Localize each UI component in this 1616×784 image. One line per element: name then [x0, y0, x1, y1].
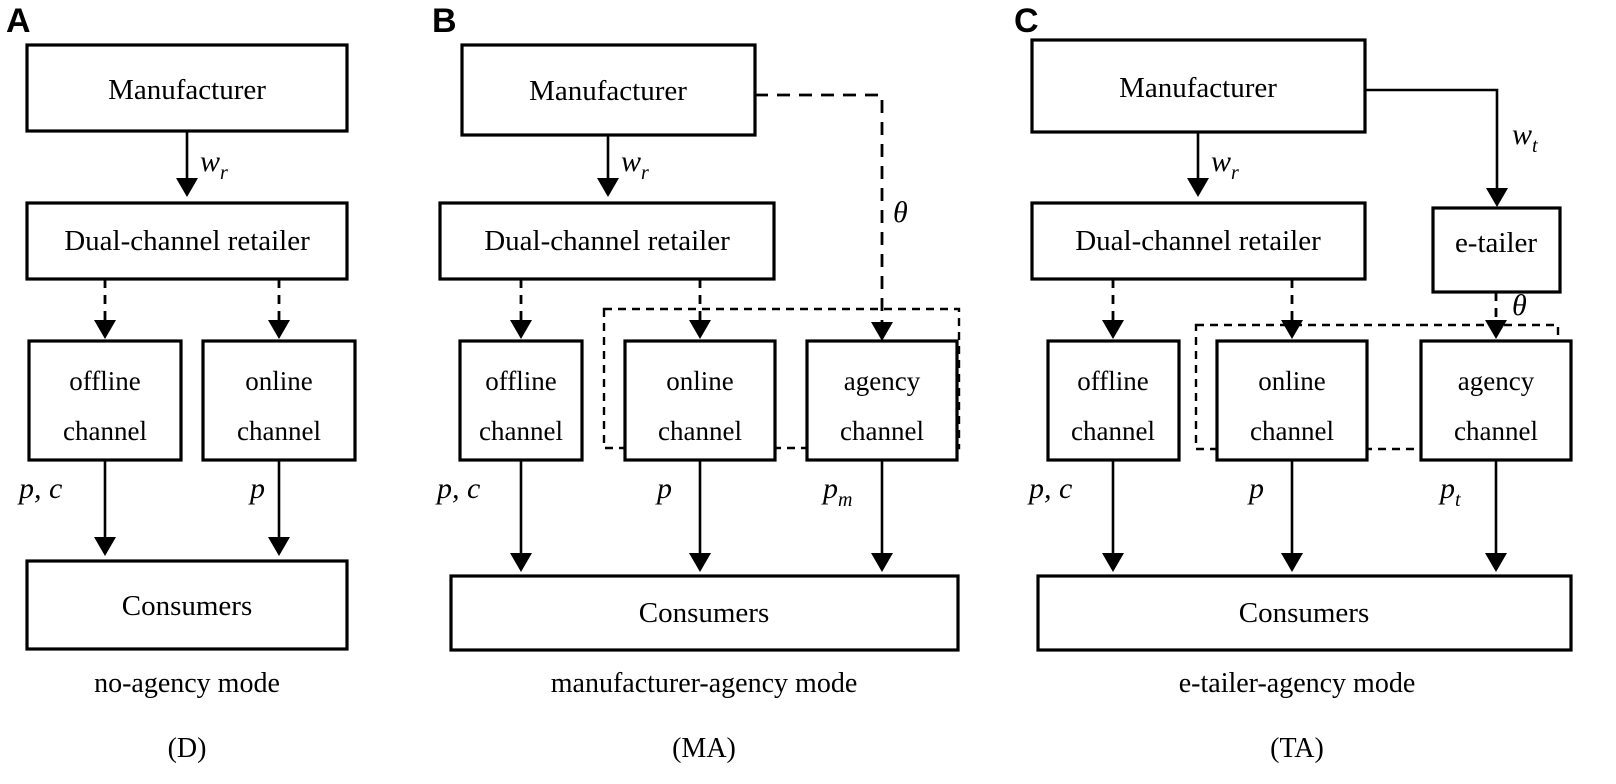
panel-a-retailer-label: Dual-channel retailer — [64, 225, 310, 257]
panel-b-agency-box — [805, 339, 959, 462]
panel-b-online-label-2: channel — [658, 416, 742, 446]
panel-c-flow-wt-path — [1365, 88, 1499, 188]
panel-b-price-agency-arrow — [871, 553, 893, 572]
panel-b-retailer-label: Dual-channel retailer — [484, 225, 730, 257]
panel-c-flow-offline-arrow — [1102, 320, 1124, 339]
panel-c-retailer-label: Dual-channel retailer — [1075, 225, 1321, 257]
panel-b-agency-group-outline — [602, 307, 961, 450]
panel-a-online-label-1: online — [245, 366, 313, 396]
panel-c-offline-label-2: channel — [1071, 416, 1155, 446]
panel-c-flow-wt-arrow — [1486, 188, 1508, 207]
panel-c-agency-label-2: channel — [1454, 416, 1538, 446]
panel-c-flow-wt-label: wt — [1512, 118, 1538, 157]
panel-a-flow-offline-arrow — [94, 320, 116, 339]
panel-c-online-box — [1215, 339, 1369, 462]
panel-a-letter: A — [6, 2, 31, 40]
panel-a-price-online-label: p — [248, 472, 265, 505]
panel-b-offline-box — [458, 339, 584, 462]
panel-a-caption-code: (D) — [168, 733, 207, 764]
panel-c-letter: C — [1014, 2, 1039, 40]
panel-a-online-label-2: channel — [237, 416, 321, 446]
panel-a: A Manufacturer wr Dual-channel retailer … — [6, 2, 357, 764]
panel-c-manufacturer-label: Manufacturer — [1119, 72, 1277, 104]
panel-b-price-online-arrow — [689, 553, 711, 572]
panel-b-flow-theta-label: θ — [893, 196, 908, 229]
panel-c-etailer-box — [1431, 206, 1562, 294]
panel-c-price-online-arrow — [1281, 553, 1303, 572]
panel-c-flow-wr-arrow — [1187, 178, 1209, 197]
panel-c-price-agency-arrow — [1485, 553, 1507, 572]
panel-b-price-agency-label: pm — [821, 472, 852, 511]
panel-a-flow-wr-label: wr — [200, 145, 228, 184]
panel-b-flow-online-arrow — [689, 320, 711, 339]
panel-a-consumers-box — [25, 559, 349, 651]
panel-c-price-online-label: p — [1247, 472, 1264, 505]
panel-c-online-label-1: online — [1258, 366, 1326, 396]
panel-b-flow-offline-arrow — [510, 320, 532, 339]
panel-c-etailer-label: e-tailer — [1455, 227, 1537, 259]
panel-c-flow-wr-label: wr — [1211, 145, 1239, 184]
panel-c-manufacturer-box — [1030, 38, 1367, 134]
panel-c-retailer-box — [1030, 201, 1367, 281]
panel-a-manufacturer-label: Manufacturer — [108, 74, 266, 106]
panel-b-price-offline-label: p, c — [435, 472, 480, 505]
panel-a-price-online-arrow — [268, 537, 290, 556]
panel-c-flow-online-arrow — [1281, 320, 1303, 339]
panel-b-flow-wr-arrow — [597, 178, 619, 197]
panel-b-consumers-box — [449, 574, 960, 652]
panel-c-consumers-label: Consumers — [1239, 597, 1370, 629]
panel-a-offline-label-2: channel — [63, 416, 147, 446]
panel-b-caption-mode: manufacturer-agency mode — [551, 668, 858, 699]
panel-c-online-label-2: channel — [1250, 416, 1334, 446]
panel-c-price-offline-arrow — [1102, 553, 1124, 572]
panel-c-agency-label-1: agency — [1458, 366, 1535, 396]
panel-a-offline-label-1: offline — [69, 366, 140, 396]
panel-b-agency-label-2: channel — [840, 416, 924, 446]
panel-c-caption-code: (TA) — [1270, 733, 1324, 764]
panel-c-agency-box — [1419, 339, 1573, 462]
panel-c-caption-mode: e-tailer-agency mode — [1179, 668, 1416, 699]
panel-a-flow-online-arrow — [268, 320, 290, 339]
panel-b-caption-code: (MA) — [672, 733, 736, 764]
panel-b-retailer-box — [438, 201, 776, 281]
panel-c-consumers-box — [1036, 574, 1573, 652]
panel-b-price-online-label: p — [655, 472, 672, 505]
panel-b-flow-theta-arrow — [871, 322, 893, 341]
panel-b-online-box — [623, 339, 777, 462]
panel-b-offline-label-2: channel — [479, 416, 563, 446]
panel-c-flow-theta-label: θ — [1512, 289, 1527, 322]
panel-a-price-offline-arrow — [94, 537, 116, 556]
panel-b-flow-wr-label: wr — [621, 145, 649, 184]
panel-a-consumers-label: Consumers — [122, 590, 253, 622]
panel-b-online-label-1: online — [666, 366, 734, 396]
panel-c: C Manufacturer wr wt Dual-channel retail… — [1014, 2, 1573, 764]
panel-b-offline-label-1: offline — [485, 366, 556, 396]
panel-c-offline-label-1: offline — [1077, 366, 1148, 396]
panel-c-price-agency-label: pt — [1438, 472, 1461, 511]
panel-b: B Manufacturer wr θ Dual-channel retaile… — [432, 2, 961, 764]
panel-c-price-offline-label: p, c — [1027, 472, 1072, 505]
panel-b-consumers-label: Consumers — [639, 597, 770, 629]
panel-c-offline-box — [1046, 339, 1181, 462]
panel-a-price-offline-label: p, c — [17, 472, 62, 505]
panel-b-price-offline-arrow — [510, 553, 532, 572]
panel-a-retailer-box — [25, 201, 349, 281]
panel-b-letter: B — [432, 2, 457, 40]
panel-b-agency-label-1: agency — [844, 366, 921, 396]
panel-a-manufacturer-box — [25, 43, 349, 133]
panel-b-manufacturer-label: Manufacturer — [529, 75, 687, 107]
panel-a-caption-mode: no-agency mode — [94, 668, 280, 699]
panel-a-flow-wr-arrow — [176, 178, 198, 197]
panel-a-offline-box — [27, 339, 183, 462]
panel-b-manufacturer-box — [460, 43, 757, 137]
panel-c-flow-theta-arrow — [1485, 320, 1507, 339]
